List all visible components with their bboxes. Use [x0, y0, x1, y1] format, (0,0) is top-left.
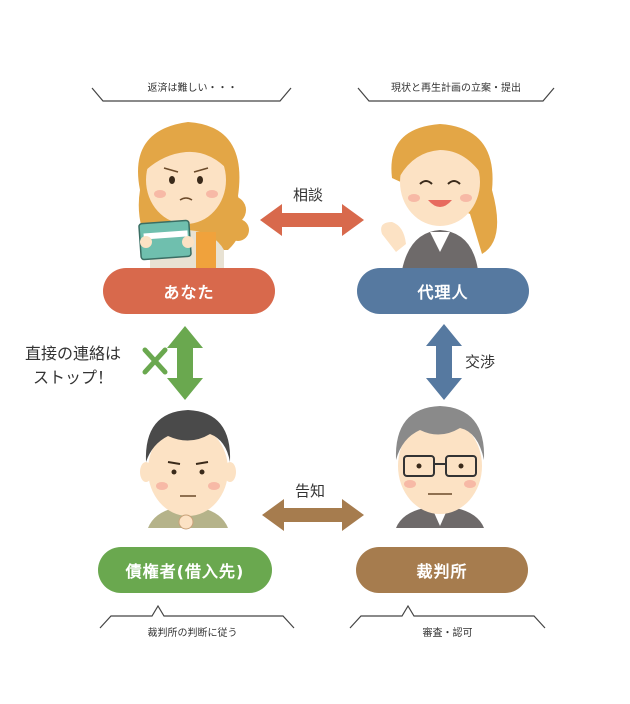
- label-notify: 告知: [295, 482, 326, 500]
- label-consult: 相談: [293, 186, 324, 204]
- node-court: 裁判所: [356, 547, 528, 593]
- caption-creditor: 裁判所の判断に従う: [147, 628, 238, 639]
- node-creditor: 債権者(借入先): [98, 547, 272, 593]
- caption-agent: 現状と再生計画の立案・提出: [391, 83, 521, 94]
- node-you: あなた: [103, 268, 275, 314]
- label-stop-line2: ストップ！: [33, 368, 114, 387]
- node-agent: 代理人: [357, 268, 529, 314]
- caption-court: 審査・認可: [422, 628, 473, 639]
- label-stop-line1: 直接の連絡は: [25, 344, 122, 363]
- label-negotiate: 交渉: [465, 353, 496, 371]
- caption-you: 返済は難しい・・・: [147, 83, 238, 94]
